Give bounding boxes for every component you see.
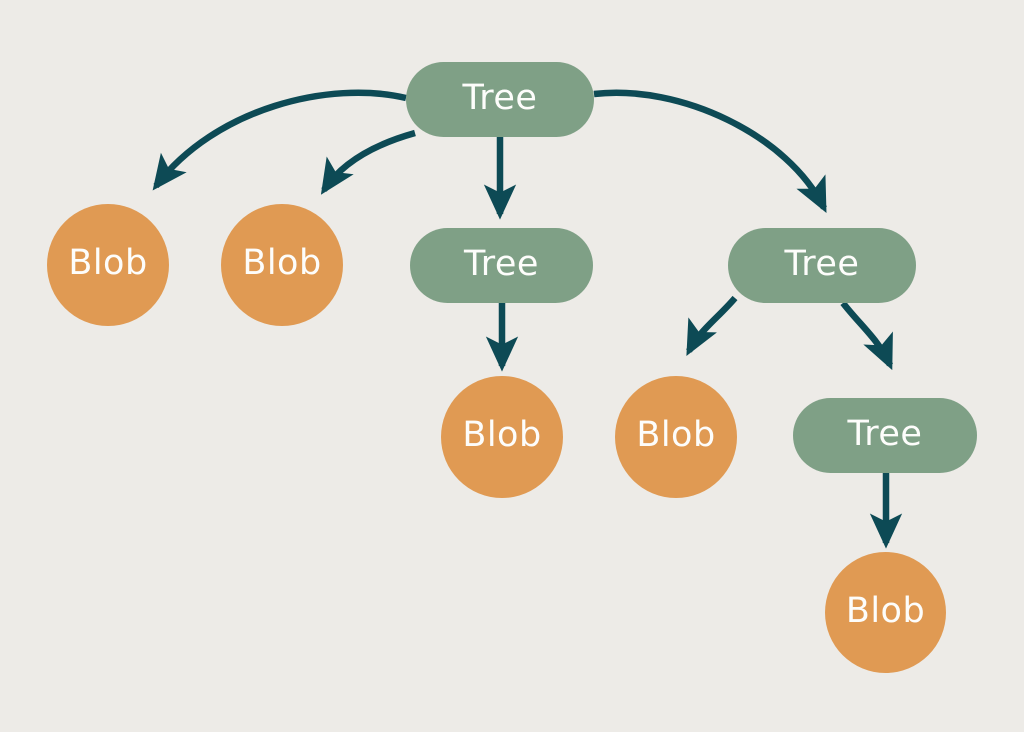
- edge-tree-b-to-blob-4: [686, 295, 738, 356]
- node-label: Tree: [847, 413, 923, 454]
- node-label: Blob: [242, 243, 322, 283]
- node-label: Tree: [784, 243, 860, 284]
- node-tree-b[interactable]: Tree: [728, 228, 916, 303]
- node-label: Tree: [462, 77, 538, 118]
- node-blob-4[interactable]: Blob: [615, 376, 737, 498]
- edge-root-to-tree-b: [593, 89, 827, 214]
- node-label: Blob: [462, 415, 542, 455]
- node-label: Blob: [636, 415, 716, 455]
- node-blob-1[interactable]: Blob: [47, 204, 169, 326]
- node-label: Blob: [845, 590, 926, 631]
- edge-root-to-blob-1: [152, 89, 407, 191]
- edge-tree-b-to-tree-c: [840, 301, 893, 371]
- node-blob-3[interactable]: Blob: [441, 376, 563, 498]
- node-tree-root[interactable]: Tree: [406, 62, 594, 137]
- node-blob-5[interactable]: Blob: [825, 552, 946, 673]
- node-label: Blob: [68, 243, 148, 283]
- node-blob-2[interactable]: Blob: [221, 204, 343, 326]
- node-tree-c[interactable]: Tree: [793, 398, 977, 473]
- node-tree-a[interactable]: Tree: [410, 228, 593, 303]
- node-label: Tree: [464, 243, 539, 284]
- edge-root-to-blob-2: [320, 129, 416, 195]
